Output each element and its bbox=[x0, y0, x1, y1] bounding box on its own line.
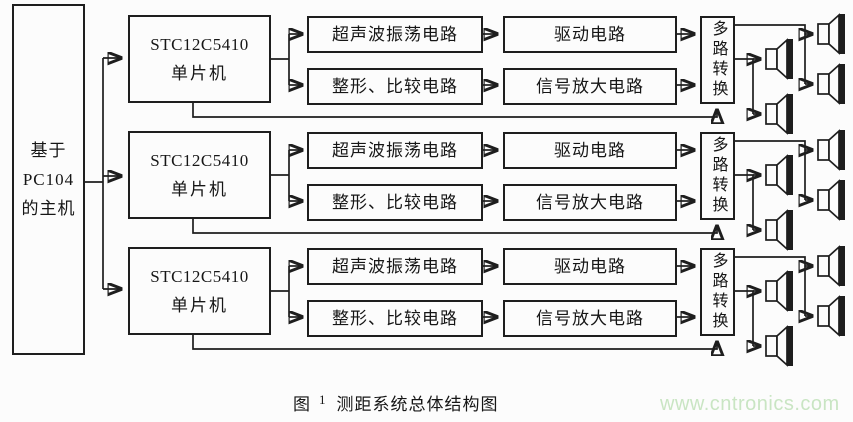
row1-multiplexer-box: 多路转换 bbox=[700, 16, 735, 104]
row1-mcu-type: 单片机 bbox=[171, 64, 228, 83]
row3-drive-circuit-box: 驱动电路 bbox=[503, 248, 677, 285]
host-label-line1: 基于 bbox=[30, 141, 67, 160]
row1-mcu-box: STC12C5410 单片机 bbox=[128, 15, 271, 103]
row3-multiplexer-label: 多路转换 bbox=[709, 252, 727, 332]
row3-mcu-type: 单片机 bbox=[171, 296, 228, 315]
row2-mcu-model: STC12C5410 bbox=[150, 150, 249, 170]
host-pc104-box: 基于 PC104 的主机 bbox=[12, 4, 85, 355]
row3-ultrasonic-osc-box: 超声波振荡电路 bbox=[307, 248, 483, 285]
row2-multiplexer-label: 多路转换 bbox=[709, 136, 727, 216]
row1-signal-amp-box: 信号放大电路 bbox=[503, 68, 677, 105]
row1-ultrasonic-osc-box: 超声波振荡电路 bbox=[307, 16, 483, 53]
row1-shaping-compare-box: 整形、比较电路 bbox=[307, 68, 483, 105]
row3-mcu-model: STC12C5410 bbox=[150, 266, 249, 286]
figure-caption-label: 图 bbox=[293, 395, 311, 414]
row2-shaping-compare-box: 整形、比较电路 bbox=[307, 184, 483, 221]
host-label-line3: 的主机 bbox=[21, 199, 76, 218]
row3-multiplexer-box: 多路转换 bbox=[700, 248, 735, 336]
row1-drive-circuit-box: 驱动电路 bbox=[503, 16, 677, 53]
watermark-text: www.cntronics.com bbox=[660, 393, 840, 415]
row1-mcu-model: STC12C5410 bbox=[150, 34, 249, 54]
row3-shaping-compare-box: 整形、比较电路 bbox=[307, 300, 483, 337]
figure-caption-title: 测距系统总体结构图 bbox=[336, 395, 499, 414]
row3-signal-amp-box: 信号放大电路 bbox=[503, 300, 677, 337]
row1-multiplexer-label: 多路转换 bbox=[709, 20, 727, 100]
figure-caption-number: 1 bbox=[319, 392, 327, 407]
host-label-line2: PC104 bbox=[22, 170, 75, 189]
row3-mcu-box: STC12C5410 单片机 bbox=[128, 247, 271, 335]
row2-mcu-box: STC12C5410 单片机 bbox=[128, 131, 271, 219]
row2-signal-amp-box: 信号放大电路 bbox=[503, 184, 677, 221]
row2-mcu-type: 单片机 bbox=[171, 180, 228, 199]
row2-drive-circuit-box: 驱动电路 bbox=[503, 132, 677, 169]
row2-ultrasonic-osc-box: 超声波振荡电路 bbox=[307, 132, 483, 169]
row2-multiplexer-box: 多路转换 bbox=[700, 132, 735, 220]
